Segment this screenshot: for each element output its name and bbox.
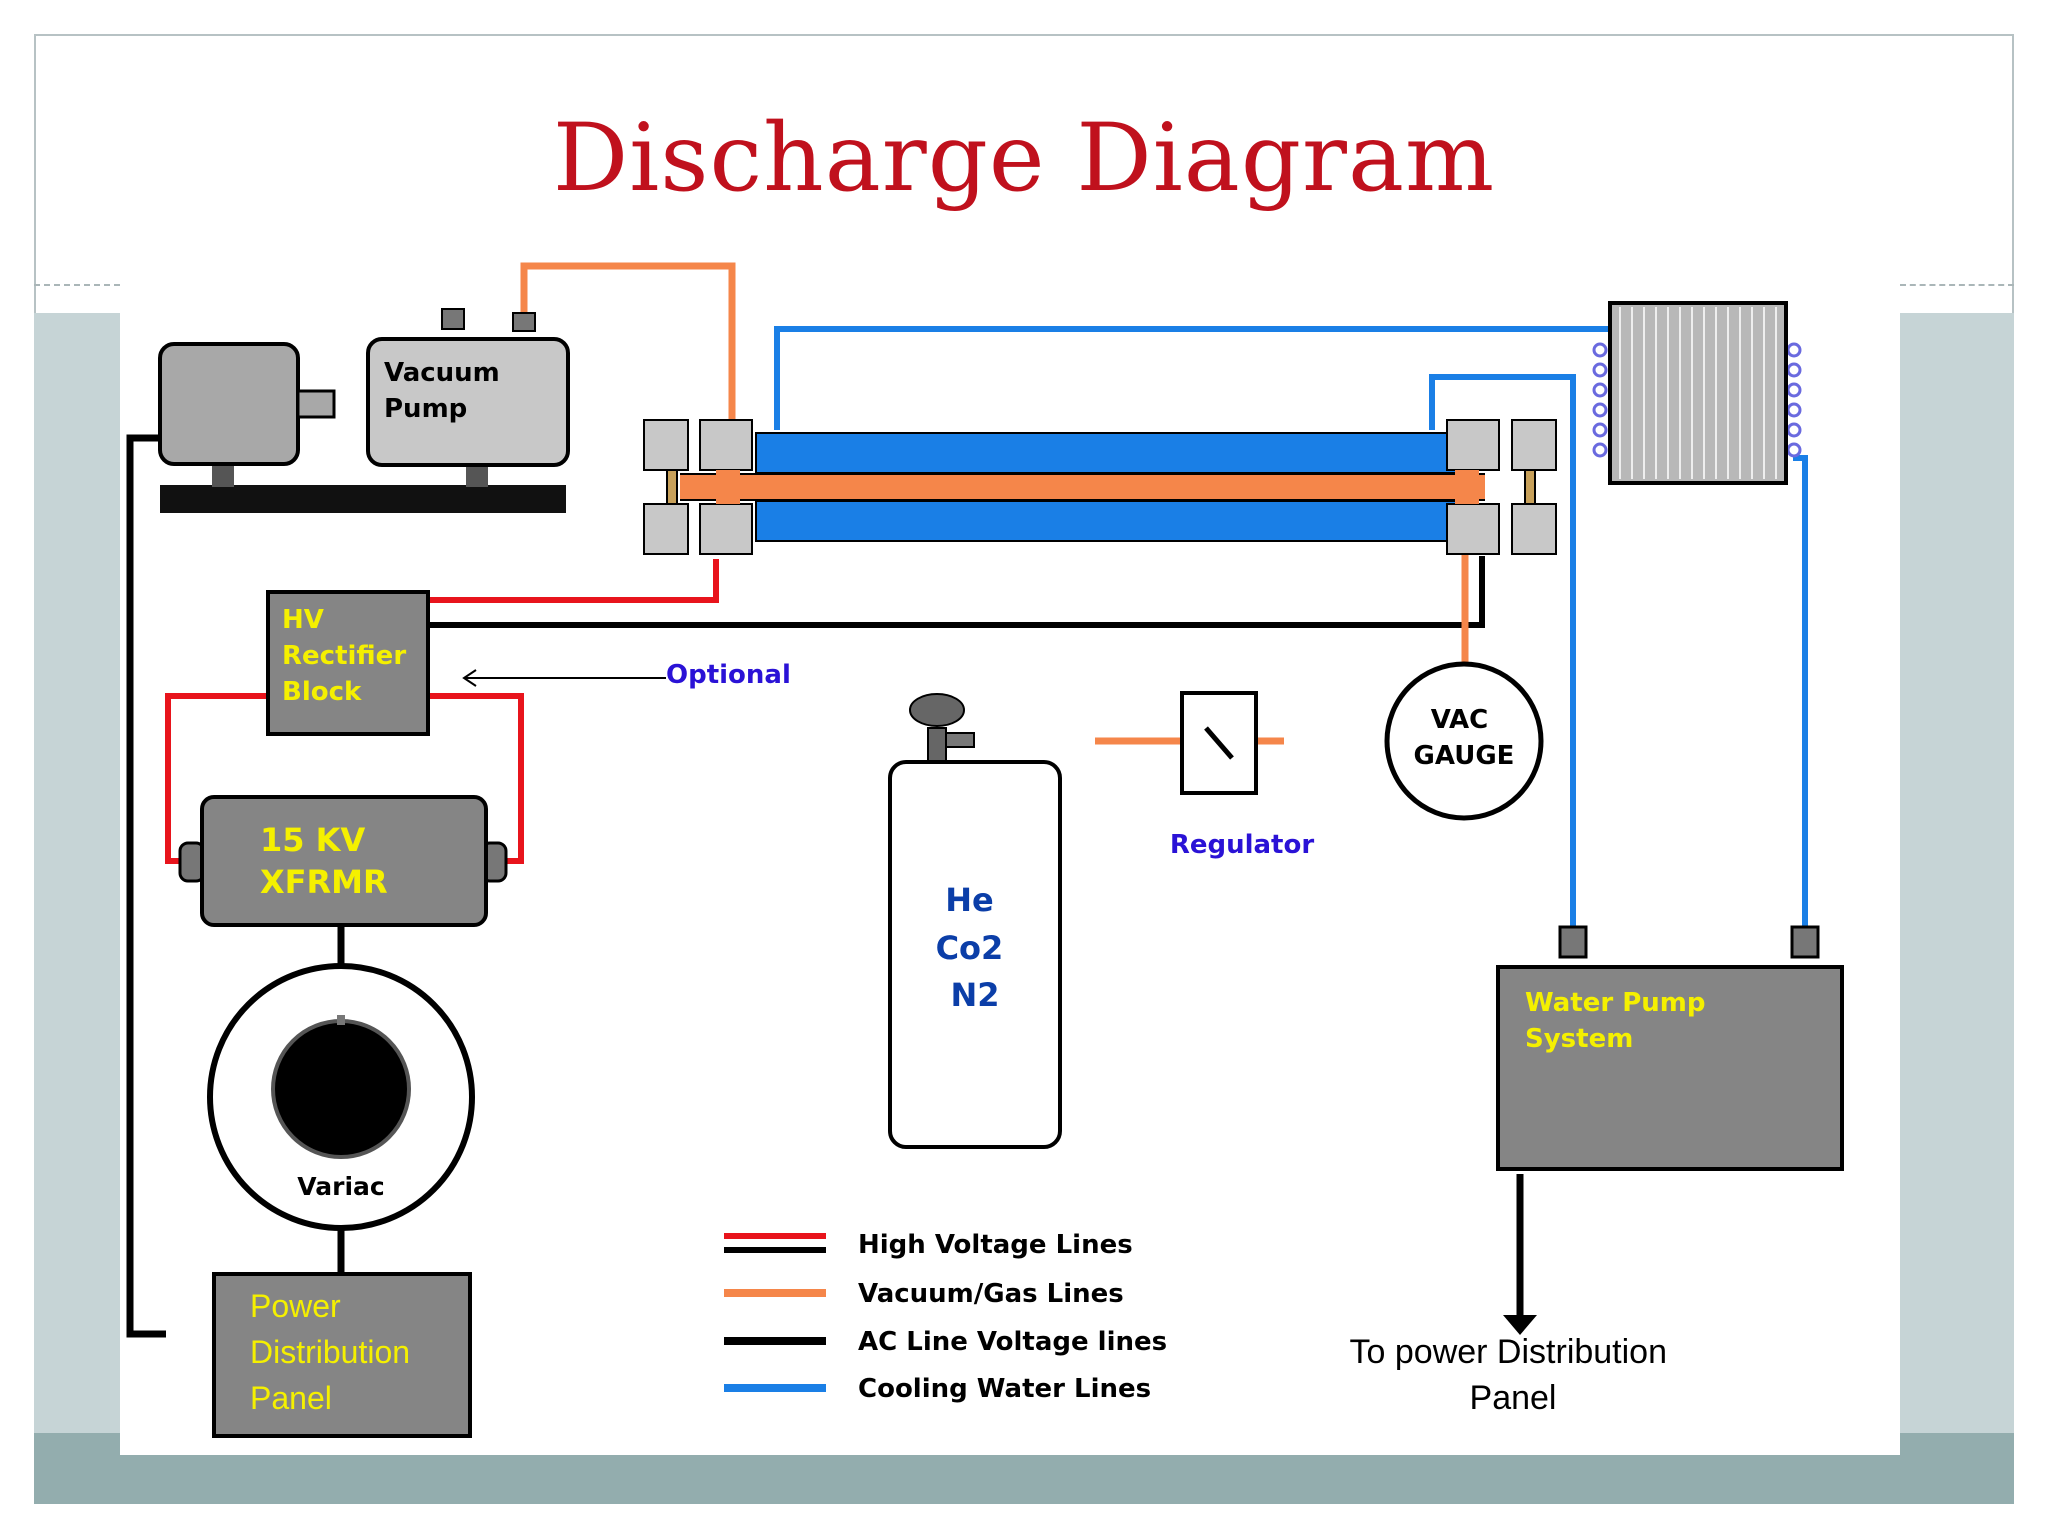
legend: High Voltage Lines Vacuum/Gas Lines AC L… [724, 1230, 1167, 1404]
hv-rectifier-block [266, 590, 430, 736]
header-divider-right [1900, 284, 2014, 286]
legend-label-high-voltage: High Voltage Lines [858, 1230, 1133, 1260]
water-pump-fittings [1558, 925, 1820, 959]
cooling-water-lines [774, 326, 1808, 928]
regulator-label: Regulator [1170, 830, 1315, 860]
legend-label-vacuum-gas: Vacuum/Gas Lines [858, 1279, 1124, 1309]
header-divider-left [34, 284, 120, 286]
regulator [1180, 691, 1258, 795]
variac-label: Variac [297, 1172, 384, 1201]
high-voltage-lines [165, 556, 1485, 864]
discharge-diagram: Vacuum Pump HV Rectifier Block Optional … [126, 262, 1844, 1438]
arrow-to-power-icon [1503, 1315, 1537, 1335]
power-distribution-panel [212, 1272, 472, 1438]
optional-label: Optional [666, 660, 791, 690]
vacuum-pump [158, 308, 570, 513]
transformer-label: 15 KV XFRMR [260, 821, 388, 901]
left-band [34, 313, 120, 1433]
water-pump-system [1496, 965, 1844, 1171]
heat-exchanger [1592, 301, 1802, 485]
ac-line-voltage-lines [126, 434, 1524, 1338]
hv-rectifier-label: HV Rectifier Block [282, 605, 415, 707]
diagram-canvas: Vacuum Pump HV Rectifier Block Optional … [120, 223, 1900, 1455]
gas-mixture-label: He Co2 N2 [936, 881, 1015, 1014]
transformer [200, 795, 488, 927]
legend-swatch-high-voltage [724, 1233, 826, 1253]
variac [207, 963, 475, 1231]
laser-tube-assembly [643, 419, 1557, 555]
vacuum-pump-label: Vacuum Pump [384, 358, 509, 424]
slide-title: Discharge Diagram [552, 104, 1496, 213]
water-pump-label: Water Pump System [1525, 988, 1715, 1054]
power-panel-label: Power Distribution Panel [250, 1288, 419, 1416]
legend-label-ac-line: AC Line Voltage lines [858, 1327, 1167, 1357]
vac-gauge-label: VAC GAUGE [1414, 705, 1515, 771]
vac-gauge [1384, 661, 1544, 821]
optional-arrow [462, 669, 666, 687]
legend-label-cooling-water: Cooling Water Lines [858, 1374, 1151, 1404]
right-band [1900, 313, 2014, 1433]
gas-cylinder [888, 693, 1062, 1149]
to-power-note: To power Distribution Panel [1350, 1333, 1677, 1417]
